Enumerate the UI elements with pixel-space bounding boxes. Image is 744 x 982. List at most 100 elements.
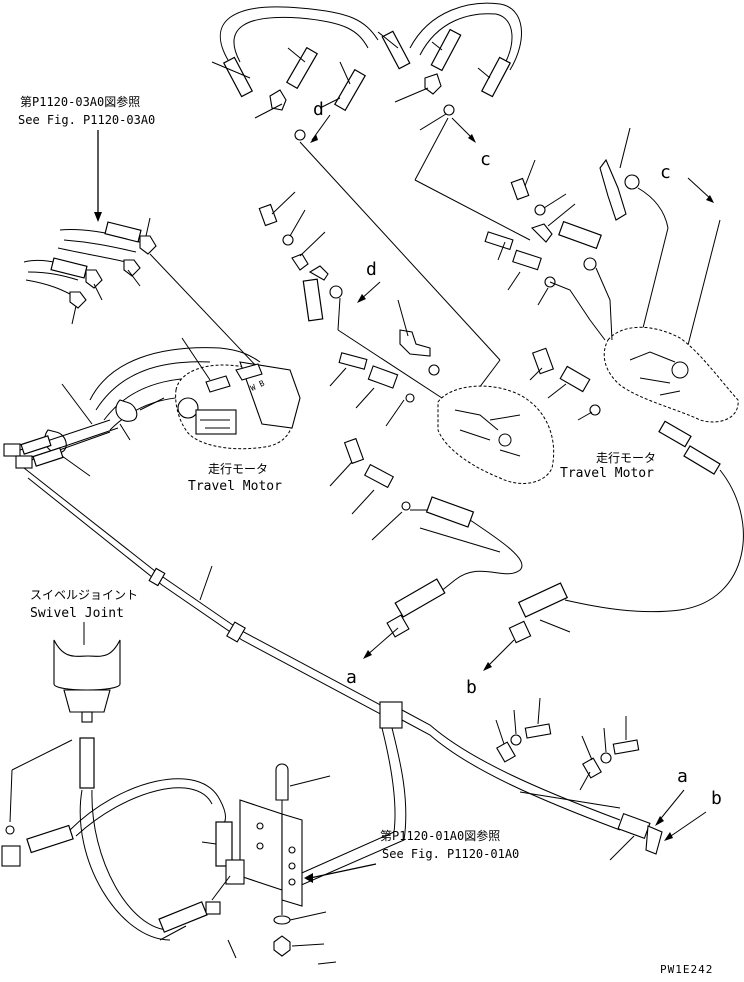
plug-fitting (531, 347, 555, 375)
washer (282, 234, 294, 246)
swivel-joint (53, 639, 121, 691)
o-ring (405, 393, 415, 403)
hose-fitting (381, 30, 411, 70)
travel-motor-right-en: Travel Motor (560, 466, 654, 481)
o-ring (443, 104, 455, 116)
clamp (582, 757, 602, 779)
nipple-fitting (484, 231, 514, 251)
callout-a-mid: a (346, 667, 357, 688)
hose-section (302, 278, 324, 322)
elbow-fitting (269, 89, 287, 111)
hose-fitting (394, 578, 446, 618)
washer (510, 734, 522, 746)
bracket-group (158, 763, 377, 965)
callout-d-mid: d (366, 259, 377, 280)
clamp (496, 741, 516, 763)
tube-clamp (226, 621, 246, 643)
top-hose-loops (211, 2, 522, 141)
nipple-fitting (338, 352, 368, 370)
right-hose-line (564, 469, 744, 613)
hose-fitting (333, 68, 367, 112)
elbow-fitting (15, 455, 33, 469)
ref-top-jp: 第P1120-03A0図参照 (20, 94, 140, 109)
callout-b-bottom: b (711, 788, 722, 809)
hose-fitting (285, 46, 319, 90)
tee-fitting (363, 463, 395, 489)
hose-fitting (79, 737, 95, 789)
elbow-fitting (123, 259, 141, 277)
tee-fitting (225, 859, 245, 885)
o-ring (5, 825, 15, 835)
nut (273, 935, 291, 957)
elbow-fitting (1, 845, 21, 867)
bolt (524, 723, 552, 739)
tee-fitting (367, 365, 399, 389)
tee-fitting (559, 365, 591, 393)
drawing-code: PW1E242 (660, 963, 713, 976)
swivel-joint-jp: スイベルジョイント (30, 588, 138, 602)
hose-fitting (26, 824, 74, 854)
upper-hose-loop-right (409, 2, 522, 71)
hose-section (558, 220, 602, 250)
tube-clamp (148, 567, 166, 587)
plug-fitting (343, 437, 365, 465)
callout-b-mid: b (466, 677, 477, 698)
swivel-joint-en: Swivel Joint (30, 606, 124, 621)
callout-d-top: d (313, 99, 324, 120)
o-ring (428, 364, 440, 376)
o-ring (589, 404, 601, 416)
elbow-fitting (617, 812, 651, 840)
left-travel-motor-group: W B (3, 337, 301, 477)
hose-fitting (104, 221, 142, 243)
hose-fitting (430, 28, 462, 72)
elbow-fitting (69, 291, 87, 309)
callout-c-right: c (660, 162, 671, 183)
o-ring (583, 257, 597, 271)
o-ring (624, 174, 640, 190)
hose-fitting (425, 496, 475, 528)
travel-motor-left-en: Travel Motor (188, 479, 282, 494)
tee-fitting (512, 249, 542, 271)
o-ring (401, 501, 411, 511)
travel-motor-left-jp: 走行モータ (208, 462, 268, 476)
bolt (612, 739, 640, 755)
ref-bottom-en: See Fig. P1120-01A0 (382, 847, 519, 861)
hose-fitting (658, 420, 692, 448)
elbow-fitting (139, 235, 157, 255)
washer (534, 204, 546, 216)
bolt (510, 177, 530, 201)
elbow-fitting (3, 443, 21, 457)
upper-hose-loop-left (219, 6, 379, 61)
center-travel-motor-group (258, 191, 555, 638)
ref-top-en: See Fig. P1120-03A0 (18, 113, 155, 127)
center-travel-motor (437, 385, 555, 484)
tee-junction (379, 701, 403, 729)
hose-elbow (599, 158, 627, 221)
bolt (258, 203, 278, 227)
elbow-fitting (291, 253, 309, 271)
elbow-fitting (308, 265, 329, 281)
hose-fitting (480, 56, 512, 98)
swivel-joint-group (1, 622, 233, 941)
hose-clamp (115, 399, 138, 422)
left-hose-group (23, 130, 259, 369)
washer (273, 915, 291, 925)
hose-fitting (158, 901, 208, 933)
o-ring (329, 285, 343, 299)
right-clamp-parts (495, 697, 640, 791)
travel-motor-right-jp: 走行モータ (596, 451, 656, 465)
right-travel-motor-group (484, 127, 744, 644)
hose-fitting (215, 821, 233, 867)
elbow-fitting (85, 269, 103, 289)
washer (600, 752, 612, 764)
elbow-fitting (530, 223, 553, 243)
ref-bottom-jp: 第P1120-01A0図参照 (380, 828, 500, 843)
callout-a-bottom: a (677, 766, 688, 787)
hose-fitting (222, 56, 254, 98)
u-bolt (275, 763, 289, 801)
elbow-fitting (424, 73, 442, 95)
o-ring (294, 129, 306, 141)
right-travel-motor (603, 326, 739, 423)
